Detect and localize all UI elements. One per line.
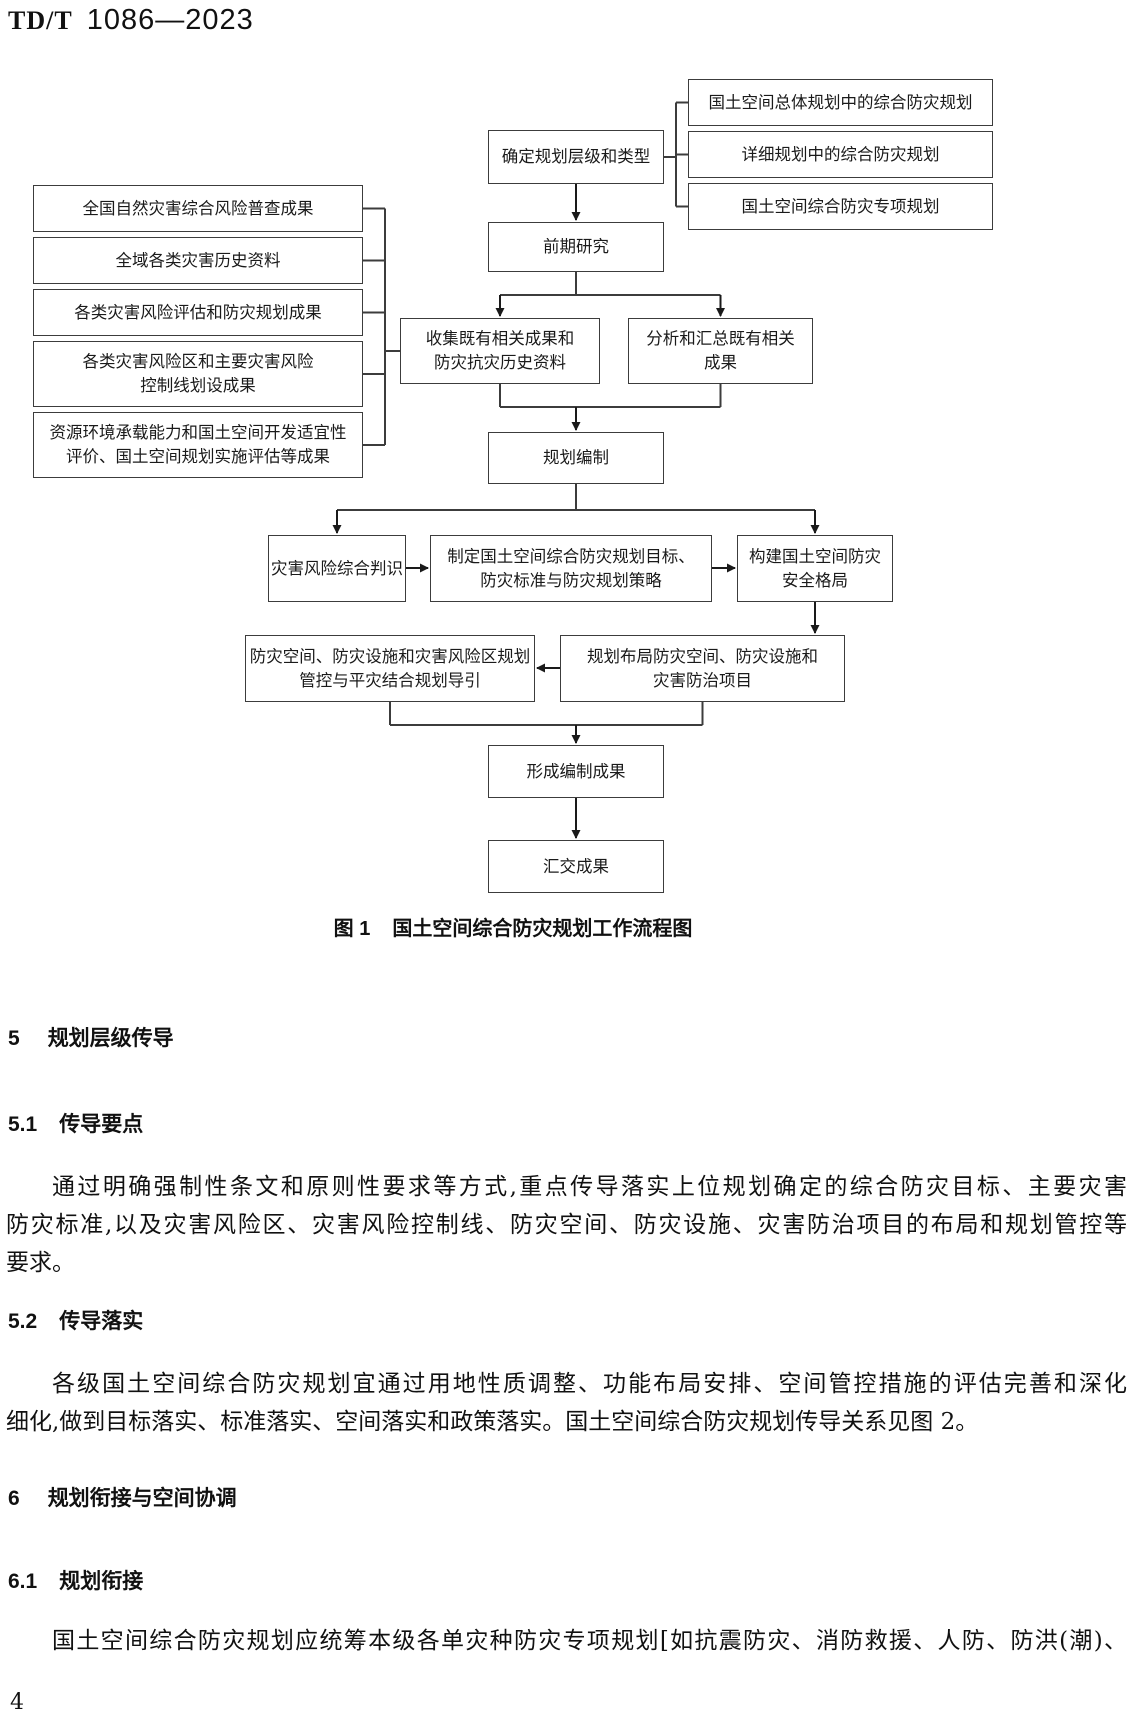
standard-code-prefix: TD/T — [8, 6, 73, 35]
section-number: 5.1 — [8, 1113, 38, 1136]
section-title: 规划衔接 — [59, 1570, 144, 1593]
section-6-1-heading: 6.1 规划衔接 — [8, 1565, 143, 1595]
paragraph-line: 国土空间综合防灾规划应统筹本级各单灾种防灾专项规划[如抗震防灾、消防救援、人防、… — [52, 1628, 1127, 1654]
flowchart-box-carrying-capacity: 资源环境承载能力和国土空间开发适宜性 评价、国土空间规划实施评估等成果 — [33, 412, 363, 478]
flowchart-connector-lines — [332, 101, 820, 839]
flowchart-box-risk-zones: 各类灾害风险区和主要灾害风险 控制线划设成果 — [33, 341, 363, 407]
flowchart-box-layout-planning: 规划布局防灾空间、防灾设施和 灾害防治项目 — [560, 635, 845, 702]
flowchart-box-national-survey: 全国自然灾害综合风险普查成果 — [33, 185, 363, 232]
section-title: 传导要点 — [59, 1113, 144, 1136]
flowchart-box-set-goals: 制定国土空间综合防灾规划目标、 防灾标准与防灾规划策略 — [430, 535, 712, 602]
section-6-heading: 6 规划衔接与空间协调 — [8, 1482, 237, 1512]
section-5-1-paragraph: 通过明确强制性条文和原则性要求等方式,重点传导落实上位规划确定的综合防灾目标、主… — [6, 1168, 1127, 1282]
section-5-2-paragraph: 各级国土空间综合防灾规划宜通过用地性质调整、功能布局安排、空间管控措施的评估完善… — [6, 1365, 1127, 1441]
section-number: 6 — [8, 1487, 20, 1510]
standard-code-number: 1086—2023 — [86, 4, 254, 36]
paragraph-line: 通过明确强制性条文和原则性要求等方式,重点传导落实上位规划确定的综合防灾目标、主… — [52, 1174, 1127, 1200]
section-title: 传导落实 — [59, 1310, 144, 1333]
flowchart-box-submit-results: 汇交成果 — [488, 840, 664, 893]
flowchart-box-security-pattern: 构建国土空间防灾 安全格局 — [737, 535, 893, 602]
section-6-1-paragraph: 国土空间综合防灾规划应统筹本级各单灾种防灾专项规划[如抗震防灾、消防救援、人防、… — [6, 1622, 1127, 1660]
paragraph-line: 细化,做到目标落实、标准落实、空间落实和政策落实。国土空间综合防灾规划传导关系见… — [6, 1409, 979, 1435]
section-5-heading: 5 规划层级传导 — [8, 1022, 174, 1052]
flowchart-box-preliminary-research: 前期研究 — [488, 222, 664, 272]
flowchart-box-overall-planning: 国土空间总体规划中的综合防灾规划 — [688, 79, 993, 126]
section-5-1-heading: 5.1 传导要点 — [8, 1108, 143, 1138]
workflow-flowchart: 确定规划层级和类型 国土空间总体规划中的综合防灾规划 详细规划中的综合防灾规划 … — [0, 79, 1026, 941]
section-number: 5.2 — [8, 1310, 38, 1333]
flowchart-box-special-planning: 国土空间综合防灾专项规划 — [688, 183, 993, 230]
paragraph-line: 要求。 — [6, 1250, 75, 1276]
flowchart-box-risk-assessment: 各类灾害风险评估和防灾规划成果 — [33, 289, 363, 336]
paragraph-line: 防灾标准,以及灾害风险区、灾害风险控制线、防灾空间、防灾设施、灾害防治项目的布局… — [6, 1212, 1127, 1238]
figure-caption-number: 图 1 — [333, 918, 371, 940]
flowchart-box-analyze-results: 分析和汇总既有相关 成果 — [628, 318, 813, 384]
section-title: 规划衔接与空间协调 — [47, 1487, 237, 1510]
section-5-2-heading: 5.2 传导落实 — [8, 1305, 143, 1335]
figure-caption-title: 国土空间综合防灾规划工作流程图 — [392, 918, 693, 940]
page-number: 4 — [10, 1690, 24, 1715]
flowchart-box-risk-identification: 灾害风险综合判识 — [268, 535, 406, 602]
flowchart-box-historical-data: 全域各类灾害历史资料 — [33, 237, 363, 284]
flowchart-box-collect-results: 收集既有相关成果和 防灾抗灾历史资料 — [400, 318, 600, 384]
standard-code-header: TD/T 1086—2023 — [8, 4, 254, 37]
section-number: 6.1 — [8, 1570, 38, 1593]
flowchart-box-detailed-planning: 详细规划中的综合防灾规划 — [688, 131, 993, 178]
figure-caption: 图 1 国土空间综合防灾规划工作流程图 — [0, 912, 1026, 941]
flowchart-box-form-results: 形成编制成果 — [488, 745, 664, 798]
section-number: 5 — [8, 1027, 20, 1050]
paragraph-line: 各级国土空间综合防灾规划宜通过用地性质调整、功能布局安排、空间管控措施的评估完善… — [52, 1371, 1127, 1397]
flowchart-box-plan-compilation: 规划编制 — [488, 432, 664, 484]
section-title: 规划层级传导 — [47, 1027, 174, 1050]
flowchart-box-control-guidance: 防灾空间、防灾设施和灾害风险区规划 管控与平灾结合规划导引 — [245, 635, 535, 702]
flowchart-box-determine-level-type: 确定规划层级和类型 — [488, 130, 664, 184]
